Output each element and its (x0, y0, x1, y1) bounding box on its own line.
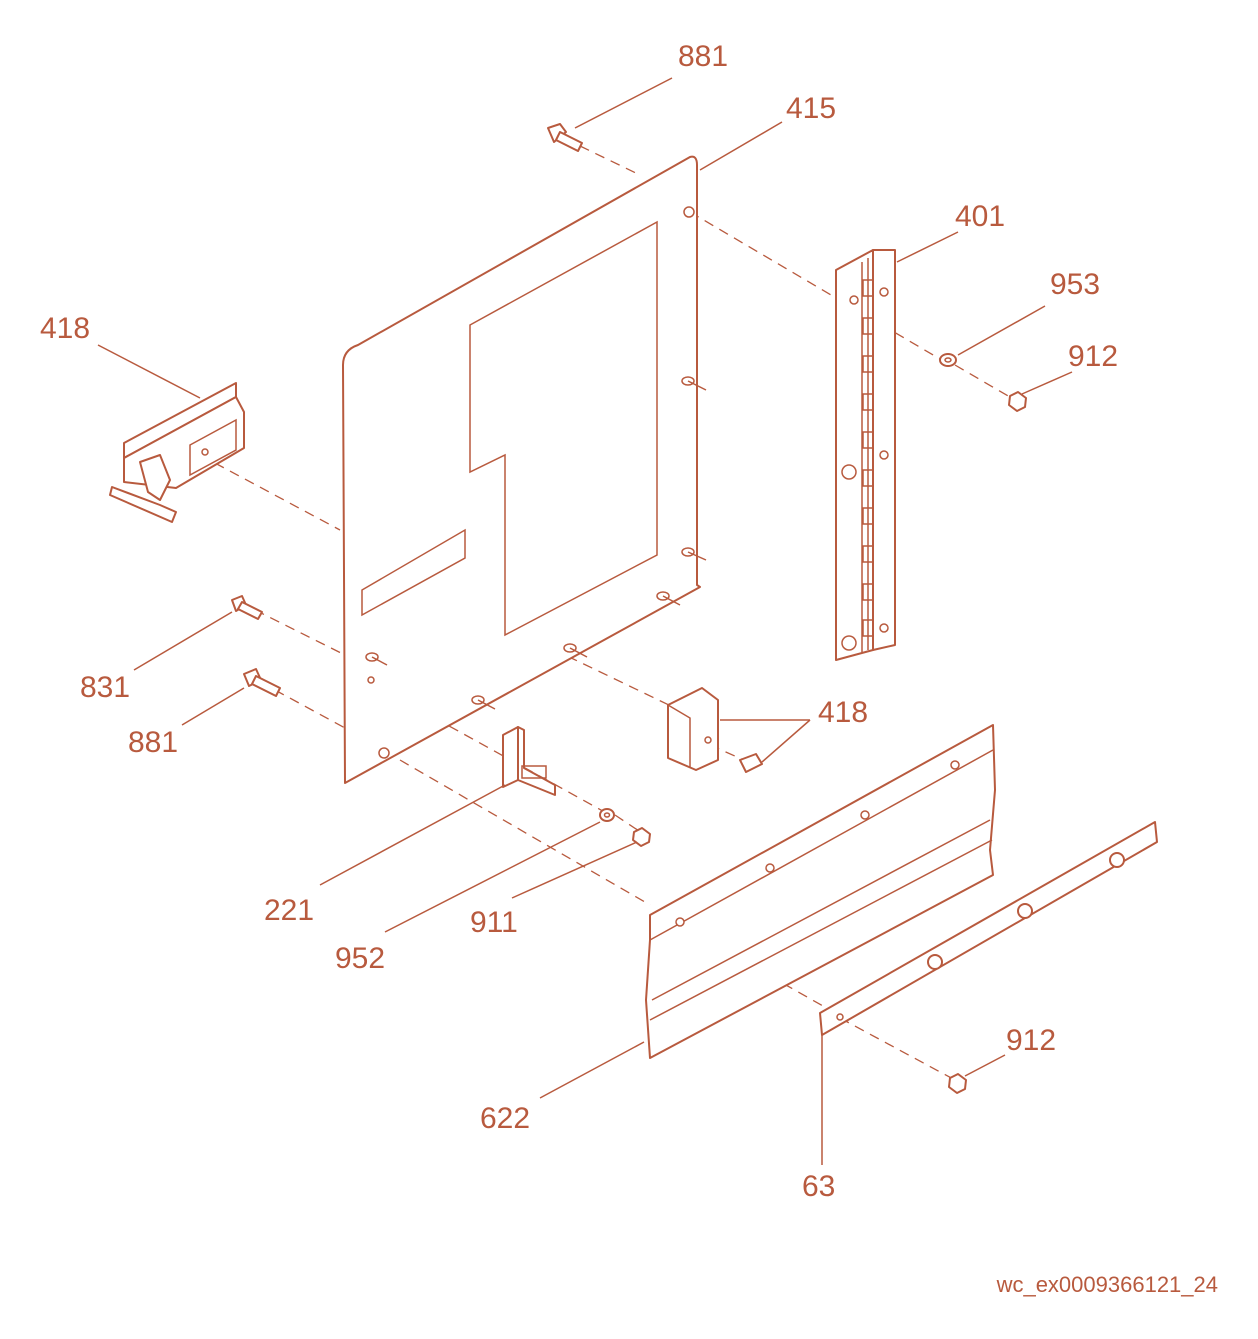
clip-418-right (667, 687, 763, 773)
latch-418-left (109, 382, 245, 523)
callout-labels: 881 415 401 953 912 418 418 831 881 221 … (40, 40, 1118, 1203)
panel-studs (365, 376, 707, 710)
base-plate-622 (645, 724, 996, 1059)
bolt-881-left (243, 668, 281, 697)
callout-622: 622 (480, 1102, 530, 1135)
callout-953: 953 (1050, 268, 1100, 301)
bolt-831 (231, 595, 263, 620)
nut-912-top (1008, 391, 1027, 412)
washer-952 (599, 808, 615, 822)
callout-418-left: 418 (40, 312, 90, 345)
hinge-401 (835, 249, 896, 661)
bolt-881-top (547, 123, 583, 152)
callout-912-top: 912 (1068, 340, 1118, 373)
callout-418-right: 418 (818, 696, 868, 729)
callout-881-left: 881 (128, 726, 178, 759)
panel-415 (342, 155, 707, 784)
callout-401: 401 (955, 200, 1005, 233)
callout-63: 63 (802, 1170, 835, 1203)
callout-221: 221 (264, 894, 314, 927)
hinge-knuckles (862, 279, 874, 637)
leader-lines (97, 77, 1073, 1165)
callout-831: 831 (80, 671, 130, 704)
callout-952: 952 (335, 942, 385, 975)
callout-415: 415 (786, 92, 836, 125)
strip-63 (819, 821, 1158, 1036)
callout-881-top: 881 (678, 40, 728, 73)
callout-911: 911 (470, 906, 518, 939)
nut-911 (632, 827, 651, 847)
bracket-221 (502, 726, 556, 796)
reference-code: wc_ex0009366121_24 (996, 1272, 1218, 1297)
callout-912-bottom: 912 (1006, 1024, 1056, 1057)
washer-953 (939, 353, 957, 367)
nut-912-bottom (948, 1073, 967, 1094)
